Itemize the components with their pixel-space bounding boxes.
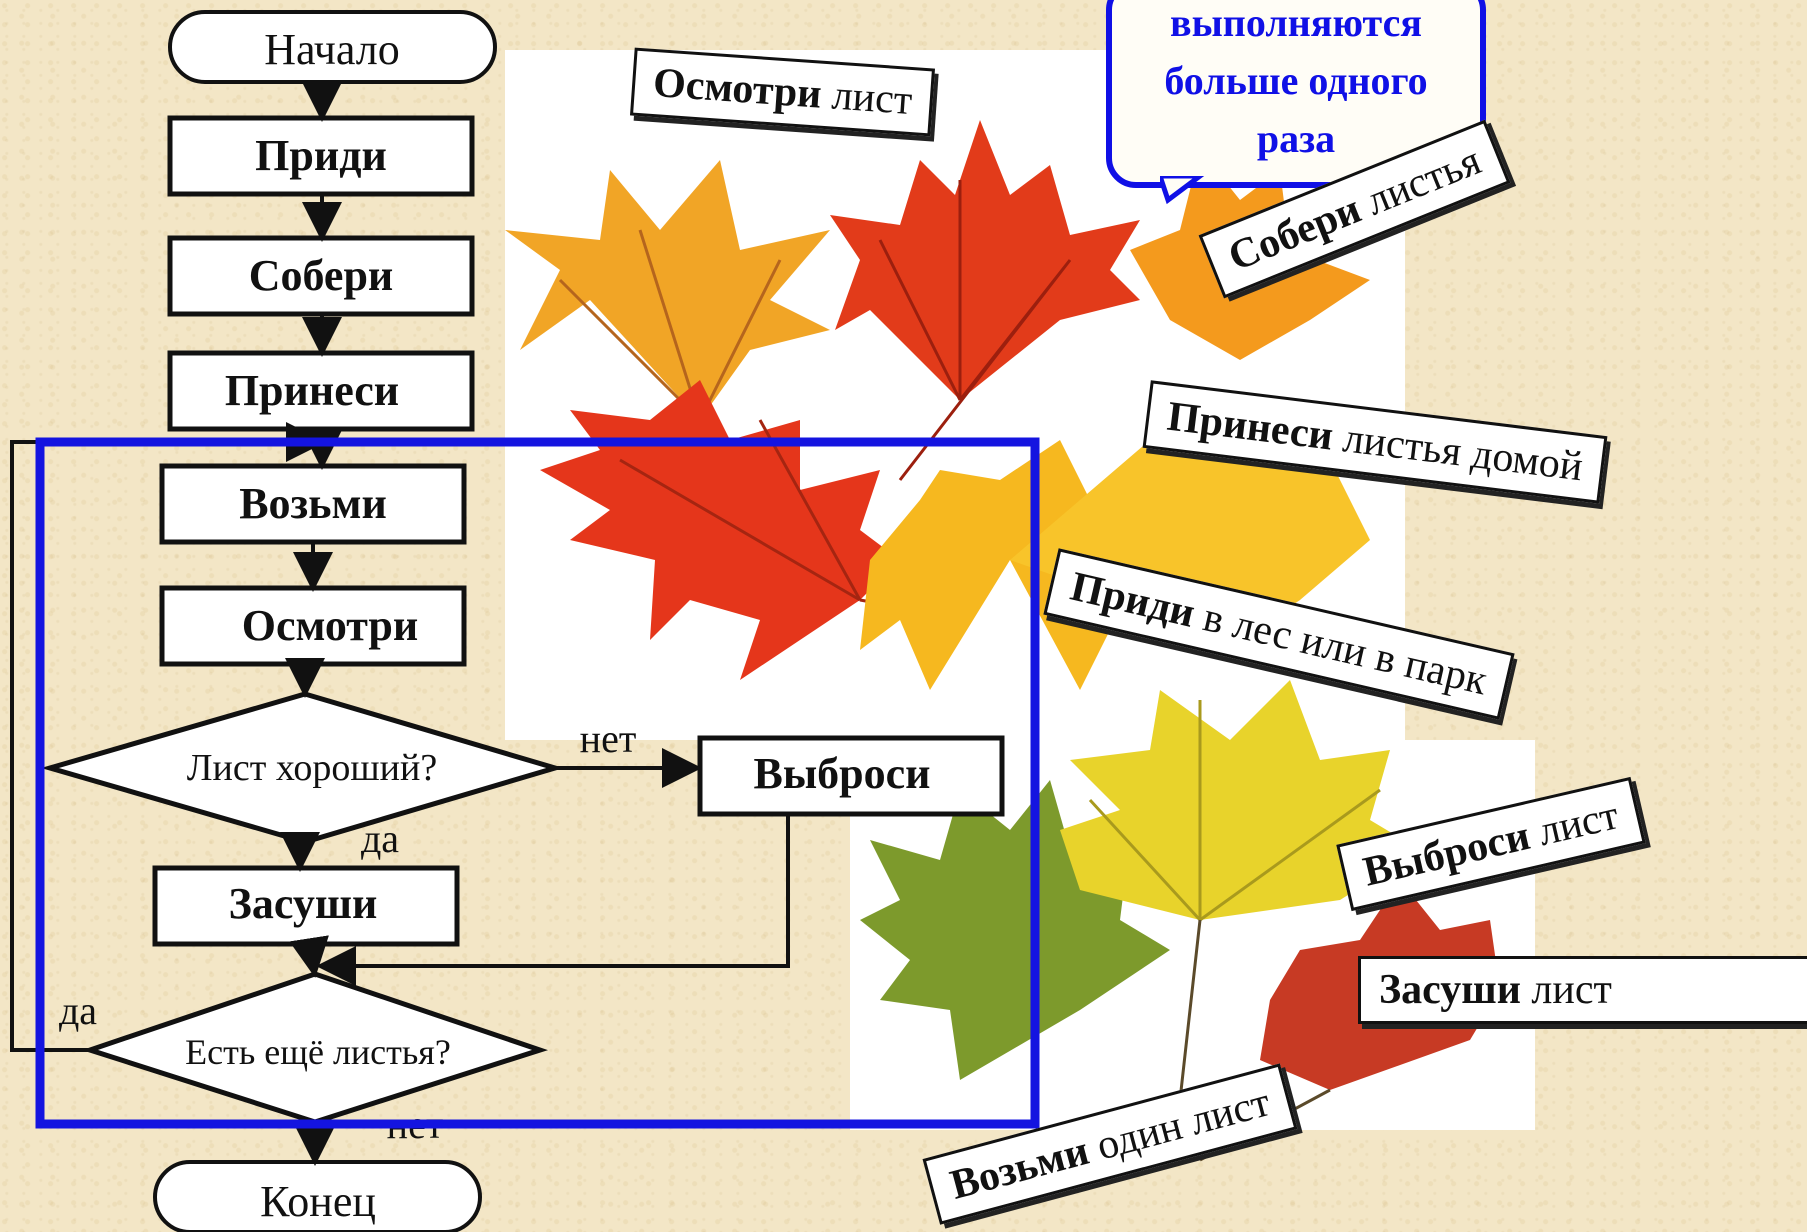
- loop-highlight-frame: [35, 437, 1040, 1129]
- decision-more-label: Есть ещё листья?: [185, 1032, 451, 1072]
- card-zasushi-rest: лист: [1520, 967, 1612, 1013]
- end-label: Конец: [260, 1177, 376, 1226]
- card-vybrosi-rest: лист: [1523, 792, 1623, 858]
- callout-tail: [1160, 176, 1205, 205]
- repeat-callout: выполняются больше одного раза: [1106, 0, 1486, 188]
- start-label: Начало: [264, 25, 400, 74]
- dry-label: Засуши: [229, 879, 378, 928]
- step-vozmi-label: Возьми: [239, 479, 387, 528]
- card-osmotri-rest: лист: [819, 71, 914, 124]
- discard-label: Выброси: [753, 749, 930, 798]
- card-zasushi-bold: Засуши: [1379, 967, 1521, 1013]
- card-osmotri-bold: Осмотри: [651, 60, 824, 118]
- maple-leaf-red-top-icon: [830, 120, 1140, 481]
- step-prid-label: Приди: [255, 131, 387, 180]
- discard-box: [697, 735, 1005, 817]
- decision-leaf-label: Лист хороший?: [187, 747, 437, 789]
- card-zasushi: Засуши лист: [1358, 956, 1807, 1024]
- callout-line-3: раза: [1256, 116, 1336, 161]
- yes-branch-label: да: [361, 816, 399, 861]
- callout-line-2: больше одного: [1164, 58, 1428, 103]
- card-prinesi-bold: Принеси: [1164, 393, 1336, 460]
- loop-yes-label: да: [59, 988, 97, 1033]
- step-osmotri-label: Осмотри: [242, 601, 419, 650]
- step-prinesi-label: Принеси: [225, 366, 399, 415]
- no-branch-label: нет: [580, 716, 637, 761]
- maple-leaf-yellow-bottom-icon: [1060, 680, 1420, 922]
- callout-line-1: выполняются: [1169, 0, 1423, 45]
- step-soberi-label: Собери: [249, 251, 394, 300]
